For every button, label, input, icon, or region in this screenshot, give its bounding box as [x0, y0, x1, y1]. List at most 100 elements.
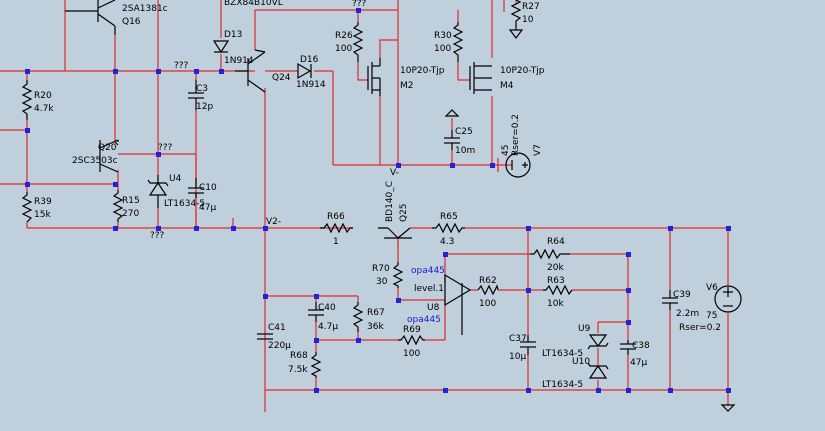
c41-capacitor[interactable]: C41 220µ: [257, 323, 291, 351]
capacitor-icon: [444, 130, 460, 150]
c41-value: 220µ: [268, 341, 291, 351]
r39-value: 15k: [34, 210, 51, 220]
r69-resistor[interactable]: R69 100: [398, 325, 425, 359]
d16-diode[interactable]: D16 1N914: [296, 55, 326, 90]
r39-resistor[interactable]: R39 15k: [21, 192, 52, 223]
resistor-icon: [398, 334, 425, 346]
r27-resistor[interactable]: R27 10: [508, 0, 540, 39]
d13-ref: D13: [224, 30, 242, 40]
r65-resistor[interactable]: R65 4.3: [432, 212, 465, 247]
mosfet-icon: [367, 58, 381, 96]
v7-source[interactable]: 45 Rser=0.2 V7: [501, 114, 543, 178]
junction-dot: [156, 226, 161, 231]
r64-resistor[interactable]: R64 20k: [530, 237, 570, 273]
junction-dot: [526, 226, 531, 231]
u4-ref: U4: [169, 174, 182, 184]
r20-resistor[interactable]: R20 4.7k: [21, 80, 54, 120]
c38-capacitor[interactable]: C38 47µ: [620, 340, 650, 368]
capacitor-icon: [520, 335, 536, 355]
mosfet-icon: [469, 62, 492, 94]
zener-icon: [587, 362, 609, 379]
u8-model-b: opa445: [407, 315, 441, 325]
u4-zener[interactable]: U4 LT1634-5: [147, 174, 205, 209]
c40-capacitor[interactable]: C40 4.7µ: [308, 302, 338, 332]
ground-icon: [508, 29, 524, 39]
q24-ref: Q24: [272, 73, 291, 83]
r30-ref: R30: [434, 31, 452, 41]
q16-transistor[interactable]: 2SA1381c Q16: [65, 0, 168, 35]
u9-zener[interactable]: U9 LT1634-5: [542, 324, 609, 359]
q25-transistor[interactable]: BD140_C Q25: [378, 181, 412, 239]
r27-value: 10: [522, 15, 534, 25]
opamp-icon: [444, 273, 472, 335]
resistor-icon: [310, 352, 322, 378]
r63-resistor[interactable]: R63 10k: [543, 276, 573, 309]
c37-value: 10µ: [509, 352, 526, 362]
resistor-icon: [543, 284, 573, 296]
net-label: ???: [150, 231, 165, 241]
junction-dot: [450, 163, 455, 168]
junction-dot: [626, 388, 631, 393]
v7-value: 45: [501, 145, 511, 156]
resistor-icon: [21, 80, 33, 120]
junction-dot: [396, 298, 401, 303]
r26-ref: R26: [335, 31, 353, 41]
net-label: ???: [174, 61, 189, 71]
resistor-icon: [392, 262, 404, 288]
r70-resistor[interactable]: R70 30: [372, 262, 404, 288]
capacitor-icon: [308, 302, 324, 322]
r20-ref: R20: [34, 91, 52, 101]
m4-mosfet[interactable]: 10P20-Tjp M4: [469, 62, 545, 94]
resistor-icon: [510, 0, 522, 30]
junction-dot: [396, 163, 401, 168]
capacitor-icon: [257, 333, 273, 340]
r67-resistor[interactable]: R67 36k: [352, 302, 385, 332]
r62-resistor[interactable]: R62 100: [477, 276, 499, 309]
c3-capacitor[interactable]: C3 12p: [188, 80, 213, 112]
r30-resistor[interactable]: R30 100: [434, 22, 464, 62]
v7-rser: Rser=0.2: [511, 114, 521, 156]
u10-zener[interactable]: U10 LT1634-5: [542, 357, 609, 390]
d16-model: 1N914: [296, 80, 326, 90]
ground-icon: [444, 109, 460, 117]
c41-ref: C41: [268, 323, 286, 333]
junction-dot: [726, 226, 731, 231]
r70-value: 30: [376, 277, 388, 287]
junction-dot: [314, 294, 319, 299]
q24-transistor[interactable]: Q24: [235, 49, 291, 93]
q20-transistor[interactable]: Q20 2SC3503c: [72, 139, 119, 173]
c39-value: 2.2m: [676, 309, 699, 319]
junction-dot: [263, 226, 268, 231]
m2-mosfet[interactable]: 10P20-Tjp M2: [367, 58, 445, 96]
r64-value: 20k: [547, 263, 564, 273]
r30-value: 100: [434, 44, 451, 54]
r15-resistor[interactable]: R15 270: [112, 190, 140, 222]
u8-opamp[interactable]: opa445 level.1 U8 opa445: [407, 266, 472, 335]
c10-capacitor[interactable]: C10 47µ: [188, 178, 217, 213]
resistor-icon: [352, 302, 364, 332]
c39-capacitor[interactable]: C39 2.2m: [662, 290, 699, 319]
r68-resistor[interactable]: R68 7.5k: [288, 351, 322, 378]
c25-capacitor[interactable]: C25 10m: [444, 109, 475, 156]
r26-resistor[interactable]: R26 100: [335, 22, 364, 62]
r68-ref: R68: [290, 351, 308, 361]
d13-diode[interactable]: D13 1N914 BZX84B10VL: [212, 0, 283, 66]
r69-value: 100: [403, 349, 420, 359]
r65-ref: R65: [440, 212, 458, 222]
q25-model: BD140_C: [385, 181, 395, 222]
ground-icon: [720, 404, 736, 412]
c37-capacitor[interactable]: C37 10µ: [509, 334, 536, 362]
q16-ref: Q16: [122, 17, 141, 27]
c10-ref: C10: [199, 183, 217, 193]
junction-dot: [356, 338, 361, 343]
m2-ref: M2: [400, 81, 414, 91]
r70-ref: R70: [372, 264, 390, 274]
junction-dot: [668, 226, 673, 231]
v6-source[interactable]: V6 75 Rser=0.2: [679, 283, 742, 333]
resistor-icon: [21, 192, 33, 223]
r66-resistor[interactable]: R66 1: [320, 212, 353, 247]
u9-ref: U9: [578, 324, 591, 334]
u8-level: level.1: [414, 284, 444, 294]
junction-dot: [596, 388, 601, 393]
npn-transistor-icon: [99, 139, 119, 173]
